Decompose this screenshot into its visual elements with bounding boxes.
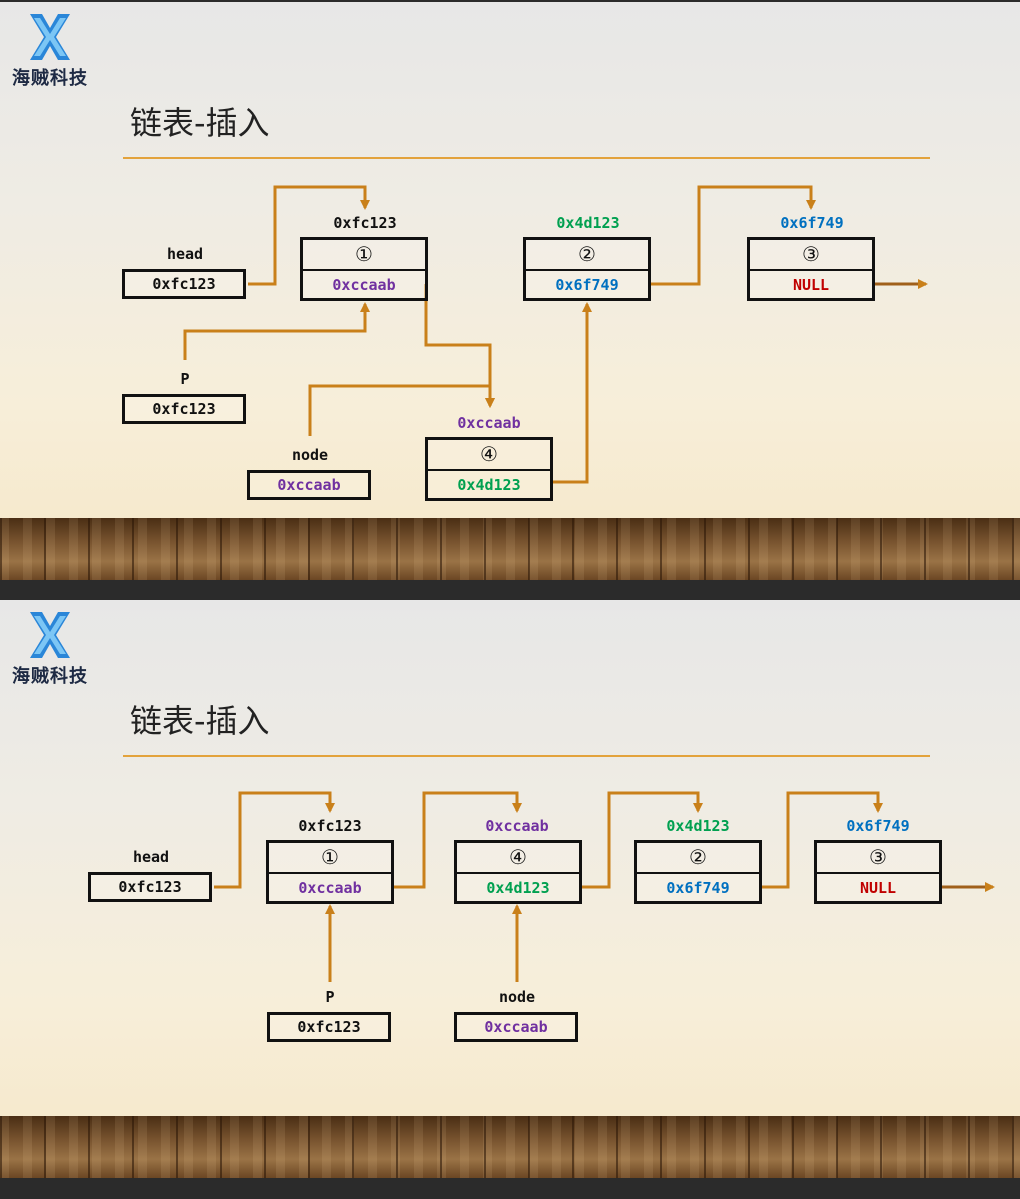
page-title: 链表-插入: [130, 702, 270, 740]
p-label: P: [325, 988, 335, 1006]
head-label: head: [132, 848, 170, 866]
arrow-node4-to-node2: [580, 791, 703, 889]
slide-1: 海贼科技 链表-插入 head 0xfc123 P 0xfc123 node 0…: [0, 2, 1020, 580]
list-node-1: ① 0xccaab: [300, 237, 428, 301]
head-pointer-box: 0xfc123: [88, 872, 212, 902]
node4-address: 0xccaab: [457, 414, 521, 432]
node3-address: 0x6f749: [846, 817, 910, 835]
node2-index: ②: [526, 240, 648, 271]
node4-next: 0x4d123: [486, 879, 550, 897]
node-label: node: [498, 988, 536, 1006]
list-node-1: ① 0xccaab: [266, 840, 394, 904]
head-label: head: [166, 245, 204, 263]
node3-address: 0x6f749: [780, 214, 844, 232]
arrow-node1-to-node4: [424, 284, 495, 408]
p-pointer-box: 0xfc123: [267, 1012, 391, 1042]
node-label: node: [291, 446, 329, 464]
arrow-node-var-to-node4: [308, 384, 495, 436]
node2-address: 0x4d123: [666, 817, 730, 835]
pointer-arrows: [183, 185, 928, 484]
node3-index: ③: [817, 843, 939, 874]
arrow-node4-to-node2: [551, 302, 592, 484]
arrow-node2-to-node3: [760, 791, 883, 889]
p-pointer-box: 0xfc123: [122, 394, 246, 424]
node4-address: 0xccaab: [485, 817, 549, 835]
node4-index: ④: [457, 843, 579, 874]
node2-next: 0x6f749: [666, 879, 730, 897]
arrow-node2-to-node3: [650, 185, 816, 286]
brand-name: 海贼科技: [12, 68, 88, 89]
arrow-p-to-node1: [183, 302, 370, 360]
arrow-node1-to-node4: [393, 791, 522, 889]
brand-logo: 海贼科技: [10, 12, 90, 92]
brand-name: 海贼科技: [12, 666, 88, 687]
node1-address: 0xfc123: [333, 214, 397, 232]
node2-next: 0x6f749: [555, 276, 619, 294]
pointer-arrows: [214, 791, 995, 982]
node1-next: 0xccaab: [332, 276, 396, 294]
node1-address: 0xfc123: [298, 817, 362, 835]
x-logo-icon: [30, 612, 70, 658]
list-node-2: ② 0x6f749: [634, 840, 762, 904]
list-node-2: ② 0x6f749: [523, 237, 651, 301]
node3-next: NULL: [792, 276, 830, 294]
x-logo-icon: [30, 14, 70, 60]
list-node-3: ③ NULL: [814, 840, 942, 904]
head-pointer-box: 0xfc123: [122, 269, 246, 299]
title-divider: [123, 157, 930, 159]
node1-index: ①: [269, 843, 391, 874]
list-node-4: ④ 0x4d123: [454, 840, 582, 904]
node-pointer-box: 0xccaab: [454, 1012, 578, 1042]
node2-index: ②: [637, 843, 759, 874]
list-node-4: ④ 0x4d123: [425, 437, 553, 501]
wood-floor: [0, 518, 1020, 580]
arrow-head-to-node1: [248, 185, 370, 286]
slide-2: 海贼科技 链表-插入 head 0xfc123 P 0xfc123 node 0…: [0, 600, 1020, 1178]
page-title: 链表-插入: [130, 104, 270, 142]
node4-next: 0x4d123: [457, 476, 521, 494]
node1-next: 0xccaab: [298, 879, 362, 897]
p-label: P: [180, 370, 190, 388]
title-divider: [123, 755, 930, 757]
node3-next: NULL: [859, 879, 897, 897]
list-node-3: ③ NULL: [747, 237, 875, 301]
node-pointer-box: 0xccaab: [247, 470, 371, 500]
node3-index: ③: [750, 240, 872, 271]
wood-floor: [0, 1116, 1020, 1178]
node2-address: 0x4d123: [556, 214, 620, 232]
arrow-head-to-node1: [214, 791, 335, 889]
node4-index: ④: [428, 440, 550, 471]
node1-index: ①: [303, 240, 425, 271]
brand-logo: 海贼科技: [10, 610, 90, 690]
